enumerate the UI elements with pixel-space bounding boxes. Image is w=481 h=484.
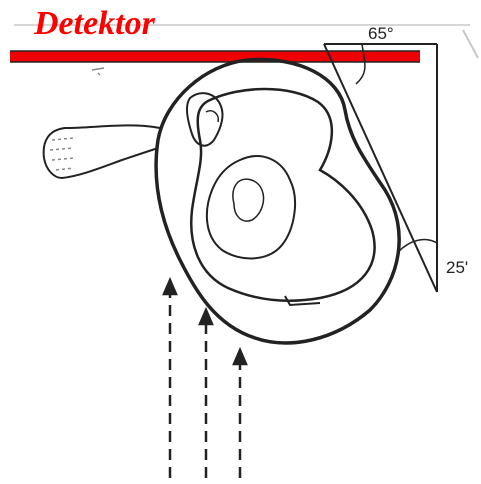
central-organ	[207, 156, 295, 258]
central-organ-inner	[233, 179, 264, 221]
dashed-up-arrow-icon	[164, 280, 246, 478]
angle-label-top: 65°	[368, 24, 394, 44]
angle-geometry	[324, 44, 437, 292]
foot-icon	[44, 125, 160, 178]
edge-mark	[463, 30, 478, 58]
upper-structure	[187, 93, 223, 145]
detector-bar	[10, 51, 420, 62]
mark	[92, 68, 104, 75]
angle-label-side: 25'	[446, 258, 468, 278]
detector-label: Detektor	[34, 4, 155, 44]
